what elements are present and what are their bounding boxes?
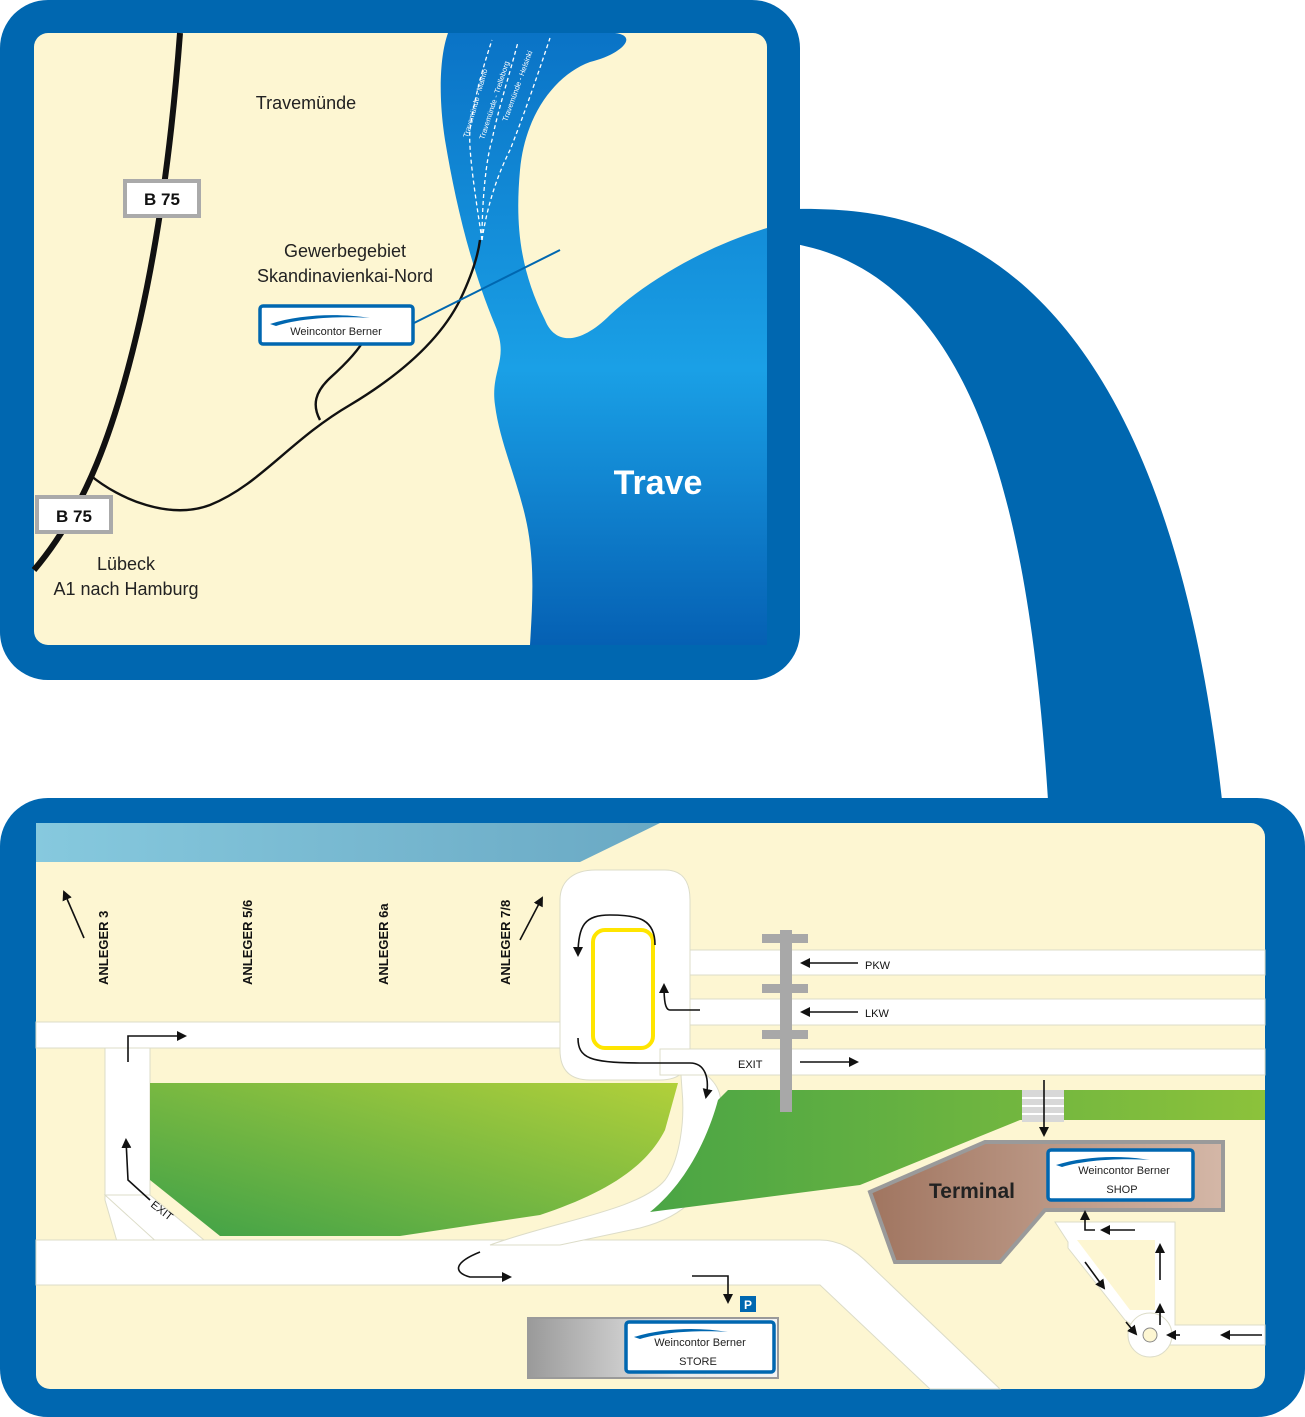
exit-label-right: EXIT (738, 1059, 763, 1071)
weincontor-logo-overview: Weincontor Berner (258, 304, 415, 346)
pointer-line (413, 249, 561, 324)
swoosh-icon (1056, 1157, 1150, 1167)
roundabout-island (1077, 1240, 1155, 1310)
lane-label-pkw: PKW (865, 960, 891, 972)
weincontor-store: Weincontor Berner STORE (527, 1317, 779, 1379)
harbor-water (36, 823, 660, 862)
pedestrian-crossing (1022, 1090, 1064, 1122)
lane-label-lkw: LKW (865, 1008, 889, 1020)
store-logo-text: Weincontor Berner (654, 1337, 746, 1349)
weincontor-shop-logo: Weincontor Berner SHOP (1046, 1148, 1195, 1202)
pier-label: ANLEGER 5/6 (240, 900, 255, 985)
overview-map: Travemünde - Malmö Travemünde - Trellebo… (0, 0, 800, 680)
swoosh-icon (270, 315, 370, 326)
swoosh-icon (634, 1329, 728, 1339)
pier-label: ANLEGER 6a (376, 903, 391, 985)
green-area-left (150, 1083, 678, 1236)
turning-loop (591, 928, 655, 1050)
pier-label: ANLEGER 3 (96, 911, 111, 985)
business-park-label-2: Skandinavienkai-Nord (257, 266, 433, 286)
shop-logo-text: Weincontor Berner (1078, 1165, 1170, 1177)
terminal-label: Terminal (929, 1180, 1015, 1203)
arrow-icon (1080, 1210, 1095, 1231)
b75-sign-upper-label: B 75 (144, 190, 180, 209)
traffic-arrows (62, 890, 1262, 1340)
b75-sign-upper: B 75 (123, 179, 201, 218)
parking-label: P (744, 1298, 752, 1312)
green-area-right (650, 1090, 1265, 1212)
gate-barrier (762, 930, 808, 1112)
trave-river (440, 33, 767, 645)
business-park-label-1: Gewerbegebiet (284, 241, 406, 261)
roundabout-center (1142, 1327, 1158, 1343)
roads (35, 869, 1266, 1390)
arrow-icon (692, 1275, 733, 1304)
arrow-icon (62, 890, 85, 939)
arrow-icon (1125, 1321, 1138, 1336)
south-label-a1: A1 nach Hamburg (53, 579, 198, 599)
shop-label: SHOP (1106, 1184, 1137, 1196)
town-label-travemuende: Travemünde (256, 93, 356, 113)
arrow-icon (1084, 1261, 1106, 1290)
detail-map: Terminal Weincontor Berner SHOP Weincont… (0, 798, 1305, 1417)
arrow-icon (577, 1037, 713, 1099)
arrow-icon (573, 914, 656, 957)
store-label: STORE (679, 1356, 717, 1368)
arrow-icon (121, 1138, 151, 1201)
south-label-luebeck: Lübeck (97, 554, 156, 574)
logo-text: Weincontor Berner (290, 326, 382, 338)
b75-sign-lower: B 75 (35, 495, 113, 534)
pier-label: ANLEGER 7/8 (498, 900, 513, 985)
arrow-icon (659, 983, 700, 1011)
b75-sign-lower-label: B 75 (56, 507, 92, 526)
zoom-connector-band (415, 208, 1222, 800)
river-label-trave: Trave (614, 464, 703, 502)
parking-sign: P (740, 1296, 756, 1312)
ferry-routes (469, 37, 551, 241)
arrow-icon (519, 896, 543, 941)
arrow-icon (127, 1031, 187, 1062)
access-road-loop (314, 337, 367, 421)
arrow-icon (457, 1251, 512, 1282)
